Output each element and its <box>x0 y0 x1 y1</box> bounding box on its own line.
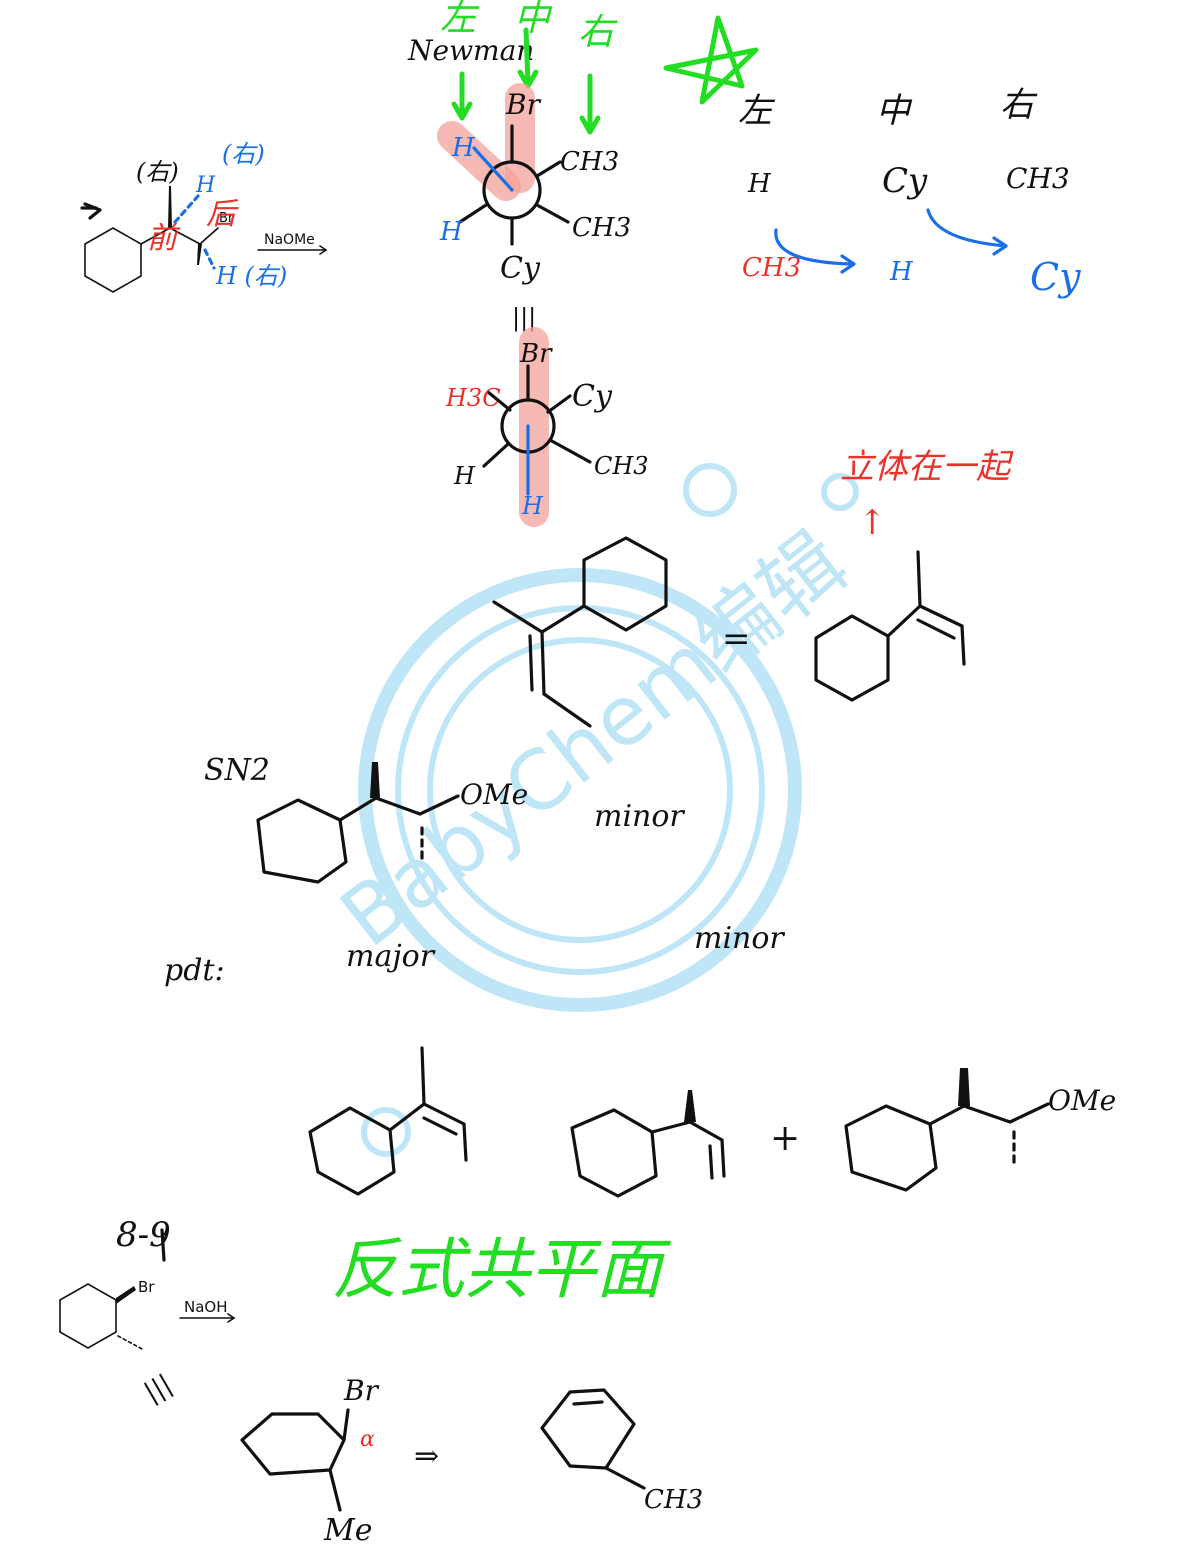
table-row2-middle: H <box>889 257 914 287</box>
table-row2-right: Cy <box>1030 255 1081 299</box>
product-major-alkene <box>308 1046 468 1196</box>
newman2-left: H <box>453 462 476 490</box>
newman2-upper-left: H3C <box>445 384 501 412</box>
label-back: 后 <box>206 197 239 232</box>
newman-projection-1 <box>437 83 570 246</box>
alpha-label: α <box>360 1427 375 1452</box>
bottom-cyclohexane <box>240 1408 350 1512</box>
wedge-bond-down <box>197 244 202 265</box>
equals-mark: = <box>722 619 751 659</box>
wedge-bond-up <box>168 186 172 228</box>
table-header-left: 左 <box>738 91 776 131</box>
table-arrows <box>774 208 1008 274</box>
sn2-label: SN2 <box>204 753 270 788</box>
newman1-left: H <box>439 217 464 247</box>
bottom-ch3-label: CH3 <box>644 1485 703 1515</box>
me-label: Me <box>323 1513 372 1548</box>
label-front: 前 <box>147 221 181 256</box>
newman1-upper-left: H <box>451 133 476 163</box>
green-arrows <box>451 15 759 135</box>
newman2-upper-right: Cy <box>572 379 613 414</box>
table-row1-middle: Cy <box>882 161 928 201</box>
cyclohexene-product <box>540 1388 646 1490</box>
anti-periplanar-note: 反式共平面 <box>332 1231 672 1308</box>
problem-structure <box>59 1283 236 1351</box>
pdt-label: pdt: <box>164 953 225 988</box>
same-side-arrow: ↑ <box>858 503 887 543</box>
newman2-top: Br <box>519 339 553 369</box>
header-left: 左 <box>440 0 480 39</box>
problem-br-label: Br <box>138 1278 155 1296</box>
table-row2-left: CH3 <box>742 253 801 283</box>
label-left-tag: (右) <box>136 158 179 186</box>
newman1-top: Br <box>505 88 542 121</box>
table-row1-right: CH3 <box>1006 162 1070 195</box>
table-row1-left: H <box>747 169 772 199</box>
minor-label-1: minor <box>594 799 685 834</box>
reagent-naoh: NaOH <box>184 1298 228 1316</box>
sn2-ether-structure <box>256 762 460 884</box>
table-header-middle: 中 <box>876 91 913 131</box>
newman1-right: CH3 <box>572 213 631 243</box>
alkene-structure-right <box>814 550 966 702</box>
label-h-bottom: H (右) <box>215 262 287 290</box>
implies-arrow: ⇒ <box>414 1439 439 1474</box>
equiv-mark-2: ||| <box>139 1369 177 1408</box>
table-header-right: 右 <box>1000 85 1038 125</box>
newman1-bottom: Cy <box>500 251 541 286</box>
minor-label-2: minor <box>694 921 785 956</box>
newman1-upper-right: CH3 <box>560 147 619 177</box>
major-label: major <box>346 939 436 974</box>
reagent-naome: NaOMe <box>264 232 315 248</box>
plus-sign: + <box>770 1118 800 1159</box>
product-ome-label: OMe <box>1048 1084 1116 1117</box>
same-side-note: 立体在一起 <box>840 447 1014 487</box>
reactant-br: Br <box>219 211 234 226</box>
reactant-structure <box>80 186 328 293</box>
newman-projection-2 <box>482 327 592 527</box>
product-ether <box>844 1068 1050 1192</box>
newman2-right: CH3 <box>594 452 649 480</box>
label-h-top: H <box>195 173 216 198</box>
star-icon <box>663 15 759 105</box>
header-right: 右 <box>578 12 618 53</box>
header-middle: 中 <box>514 0 553 39</box>
label-h-top-tag: (右) <box>222 140 265 168</box>
sn2-ome-label: OMe <box>460 778 528 811</box>
alkene-structure-left <box>492 536 668 728</box>
product-minor-alkene <box>570 1090 726 1198</box>
newman-title: Newman <box>407 34 534 67</box>
newman2-bottom: H <box>521 492 544 520</box>
bottom-br-label: Br <box>343 1374 380 1407</box>
